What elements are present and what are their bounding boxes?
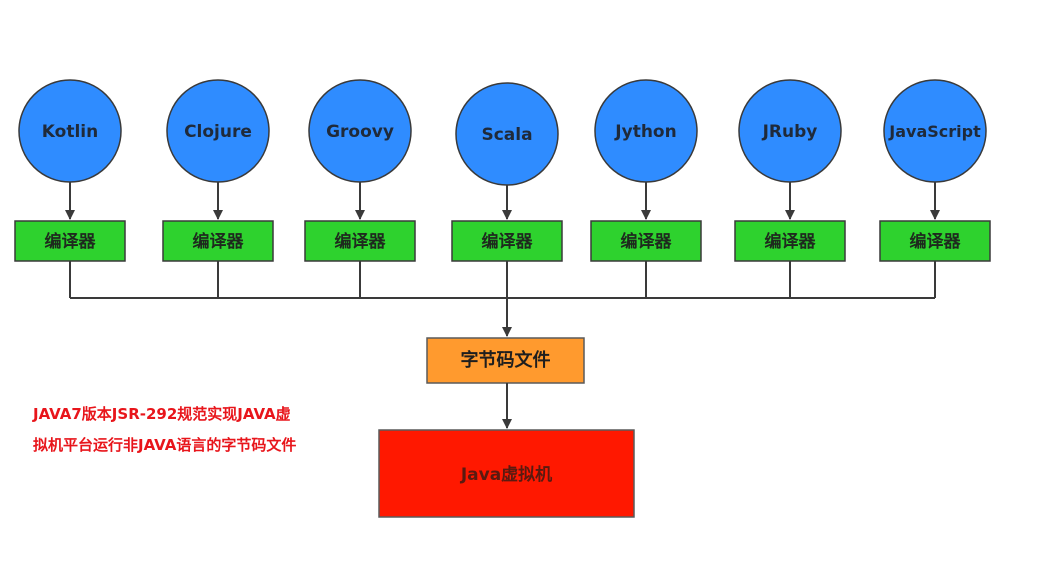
compiler-box-jruby (734, 220, 846, 262)
language-label-jython: Jython (614, 122, 676, 142)
compiler-label-kotlin: 编译器 (45, 231, 97, 252)
compiler-label-javascript: 编译器 (910, 231, 962, 252)
language-label-kotlin: Kotlin (42, 122, 98, 142)
compiler-box-kotlin (14, 220, 126, 262)
jvm-box (378, 429, 635, 518)
language-label-clojure: Clojure (184, 122, 252, 142)
note-line-1: JAVA7版本JSR-292规范实现JAVA虚 (33, 405, 291, 423)
bytecode-box (426, 337, 585, 384)
note-line-2: 拟机平台运行非JAVA语言的字节码文件 (33, 436, 297, 454)
compiler-label-clojure: 编译器 (193, 231, 245, 252)
jvm-label: Java虚拟机 (460, 464, 552, 485)
language-label-jruby: JRuby (762, 122, 818, 142)
compiler-label-scala: 编译器 (482, 231, 534, 252)
bytecode-label: 字节码文件 (461, 349, 551, 371)
compiler-label-jython: 编译器 (621, 231, 673, 252)
language-label-groovy: Groovy (326, 122, 394, 142)
language-label-scala: Scala (481, 125, 532, 145)
compiler-box-javascript (879, 220, 991, 262)
compiler-label-jruby: 编译器 (765, 231, 817, 252)
language-label-javascript: JavaScript (888, 122, 981, 141)
compiler-box-scala (451, 220, 563, 262)
compiler-box-jython (590, 220, 702, 262)
compiler-label-groovy: 编译器 (335, 231, 387, 252)
